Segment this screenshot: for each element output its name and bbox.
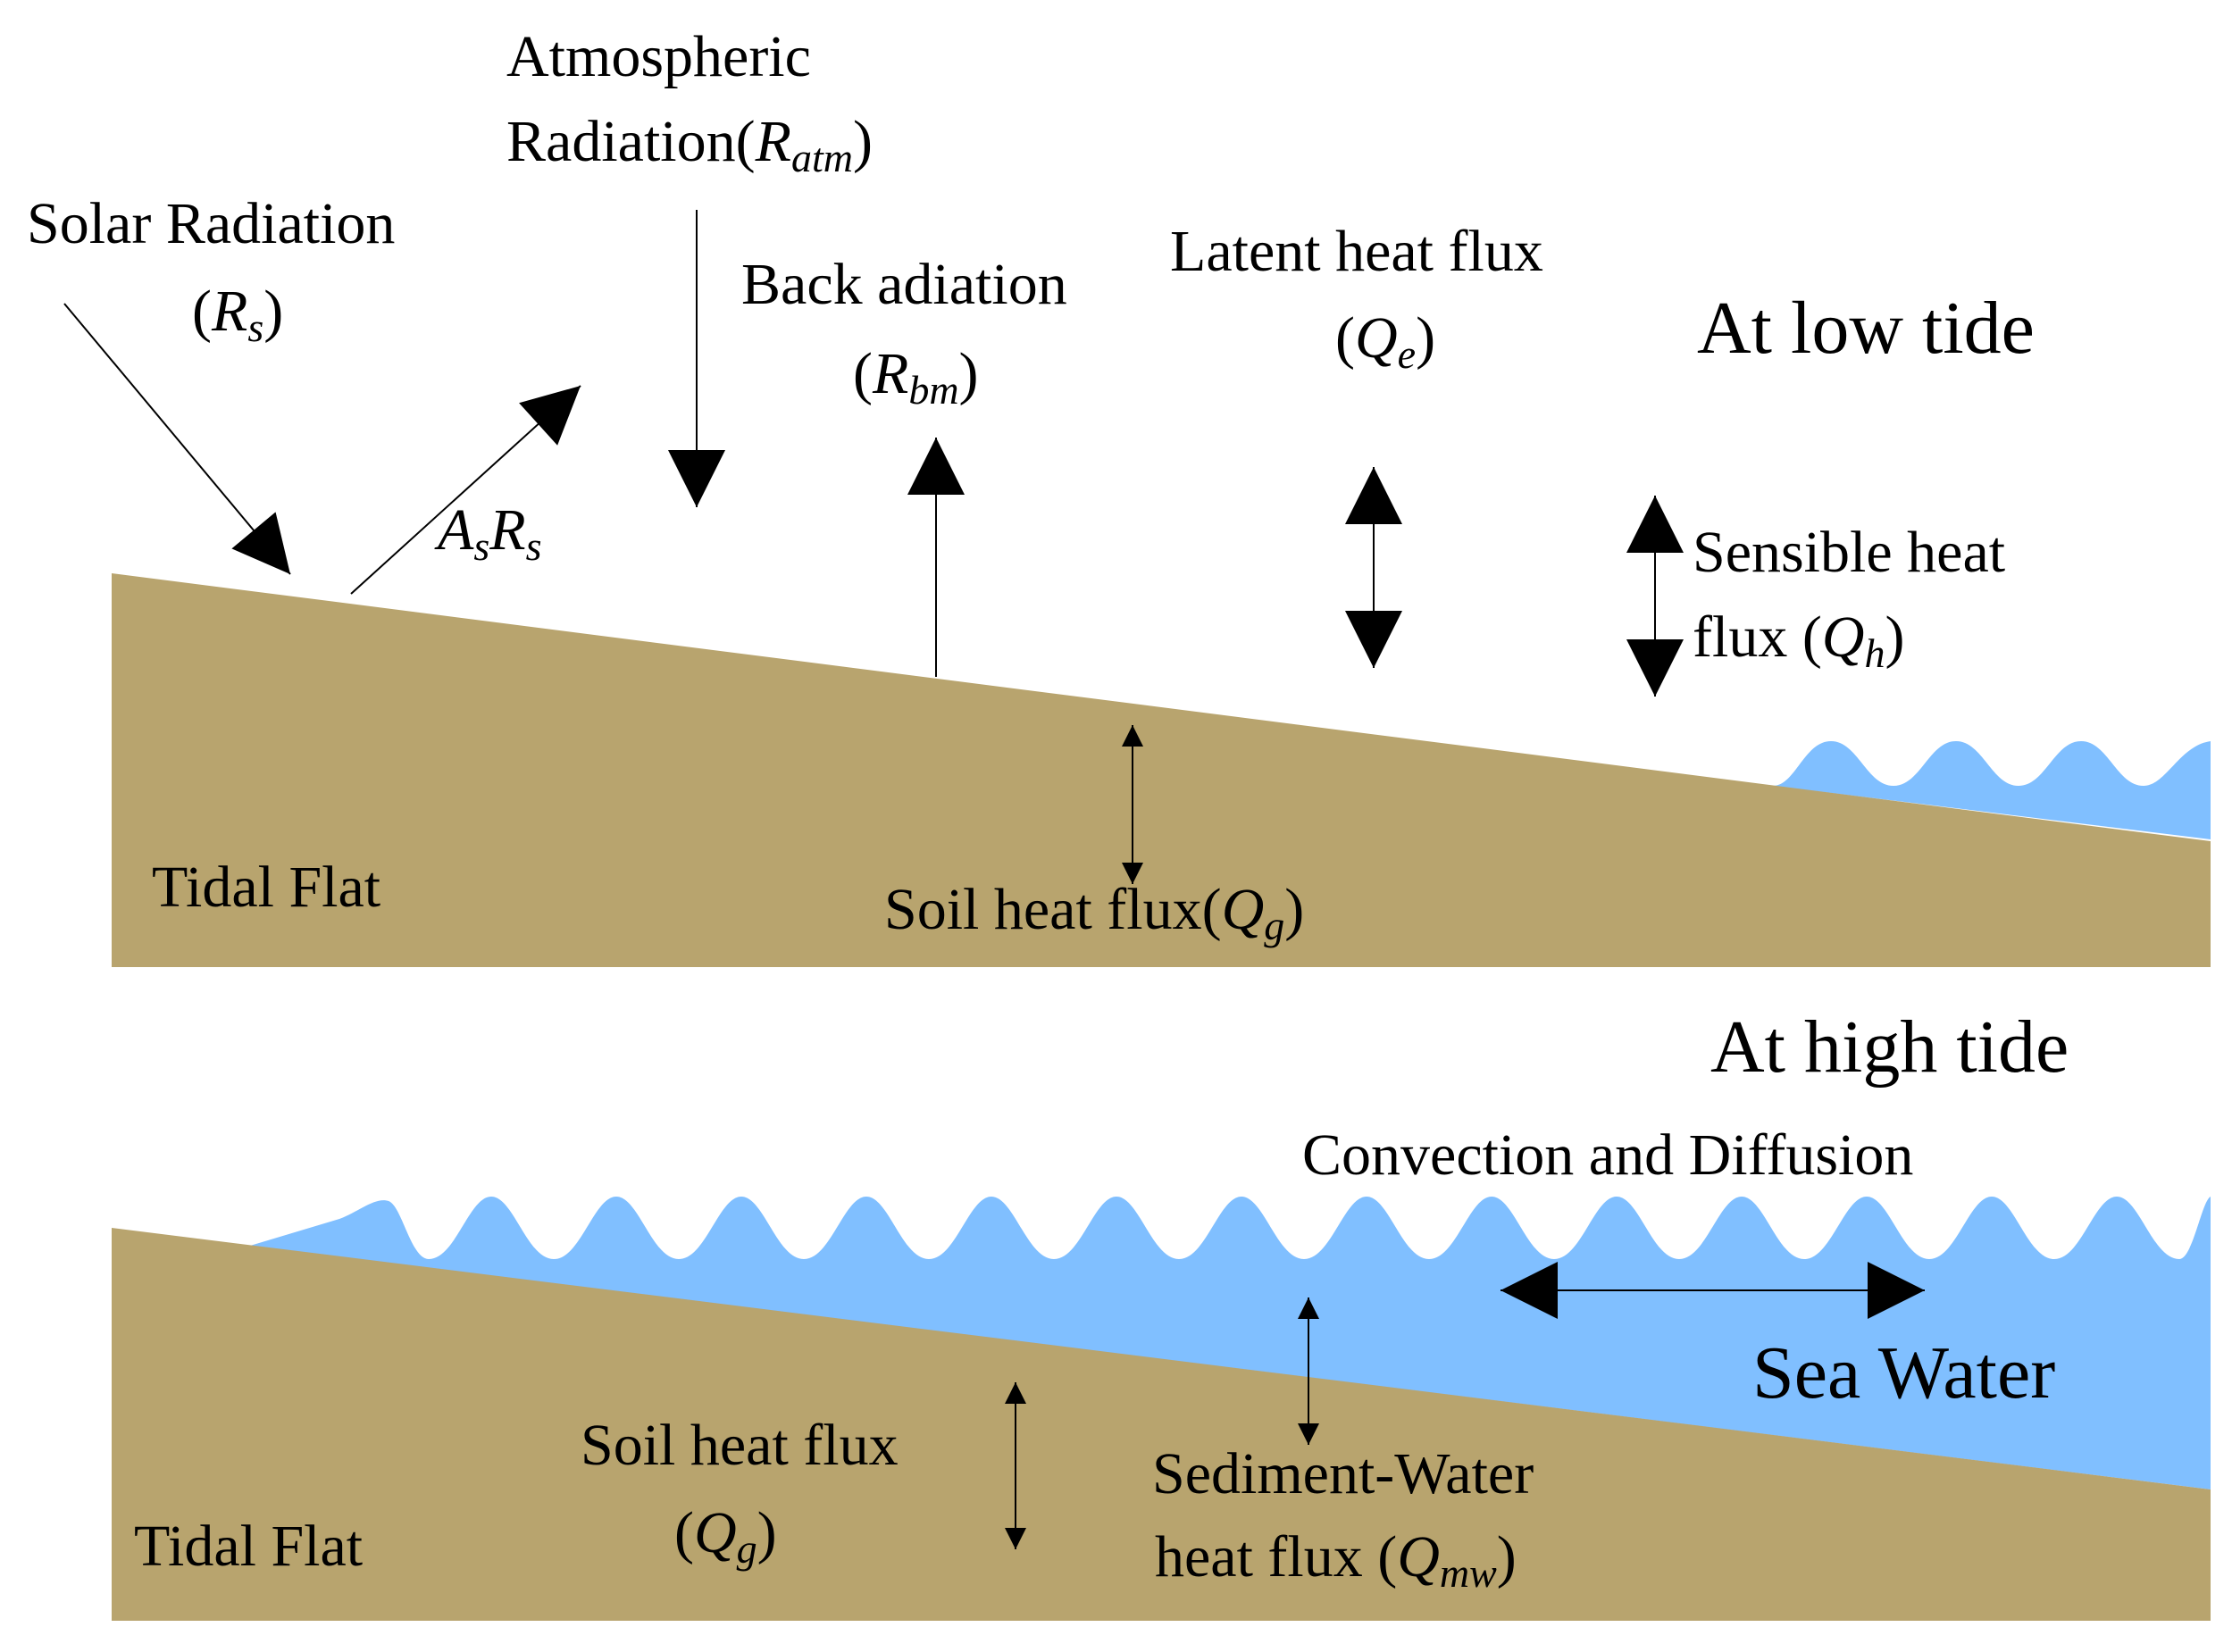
latent-heat-label: Latent heat flux bbox=[1170, 219, 1543, 284]
atmospheric-radiation-label: Atmospheric bbox=[506, 24, 811, 89]
low-tide-sea-water bbox=[1773, 741, 2211, 839]
sensible-heat-symbol: flux (Qh) bbox=[1693, 605, 1904, 676]
solar-radiation-label: Solar Radiation bbox=[27, 191, 395, 256]
latent-heat-symbol: (Qe) bbox=[1335, 305, 1435, 377]
low-tide-tidal-flat bbox=[112, 573, 2211, 967]
high-tide-tidal-flat bbox=[112, 1228, 2211, 1621]
high-tide-panel: At high tide Convection and Diffusion Se… bbox=[112, 1005, 2211, 1621]
high-tide-soil-heat-symbol: (Qg) bbox=[674, 1500, 777, 1572]
back-radiation-symbol: (Rbm) bbox=[853, 341, 979, 413]
reflected-radiation-label: AsRs bbox=[434, 497, 541, 569]
low-tide-soil-heat-label: Soil heat flux(Qg) bbox=[884, 877, 1304, 948]
low-tide-tidal-flat-label: Tidal Flat bbox=[152, 855, 380, 920]
back-radiation-label: Back adiation bbox=[741, 252, 1067, 317]
sediment-water-heat-label: Sediment-Water bbox=[1152, 1441, 1534, 1506]
sediment-water-heat-symbol: heat flux (Qmw) bbox=[1155, 1524, 1517, 1596]
low-tide-title: At low tide bbox=[1697, 287, 2035, 370]
high-tide-soil-heat-label: Soil heat flux bbox=[581, 1413, 899, 1478]
sensible-heat-label: Sensible heat bbox=[1693, 520, 2005, 585]
solar-radiation-arrow bbox=[63, 303, 291, 575]
high-tide-tidal-flat-label: Tidal Flat bbox=[134, 1514, 363, 1579]
high-tide-title: At high tide bbox=[1710, 1005, 2069, 1089]
solar-radiation-symbol: (Rs) bbox=[192, 279, 283, 350]
sea-water-label: Sea Water bbox=[1752, 1331, 2055, 1414]
atmospheric-radiation-symbol: Radiation(Ratm) bbox=[506, 109, 873, 180]
low-tide-panel: At low tide Tidal Flat Solar Radiation (… bbox=[27, 24, 2211, 967]
reflected-radiation-arrow bbox=[350, 385, 581, 595]
convection-diffusion-label: Convection and Diffusion bbox=[1302, 1122, 1913, 1188]
